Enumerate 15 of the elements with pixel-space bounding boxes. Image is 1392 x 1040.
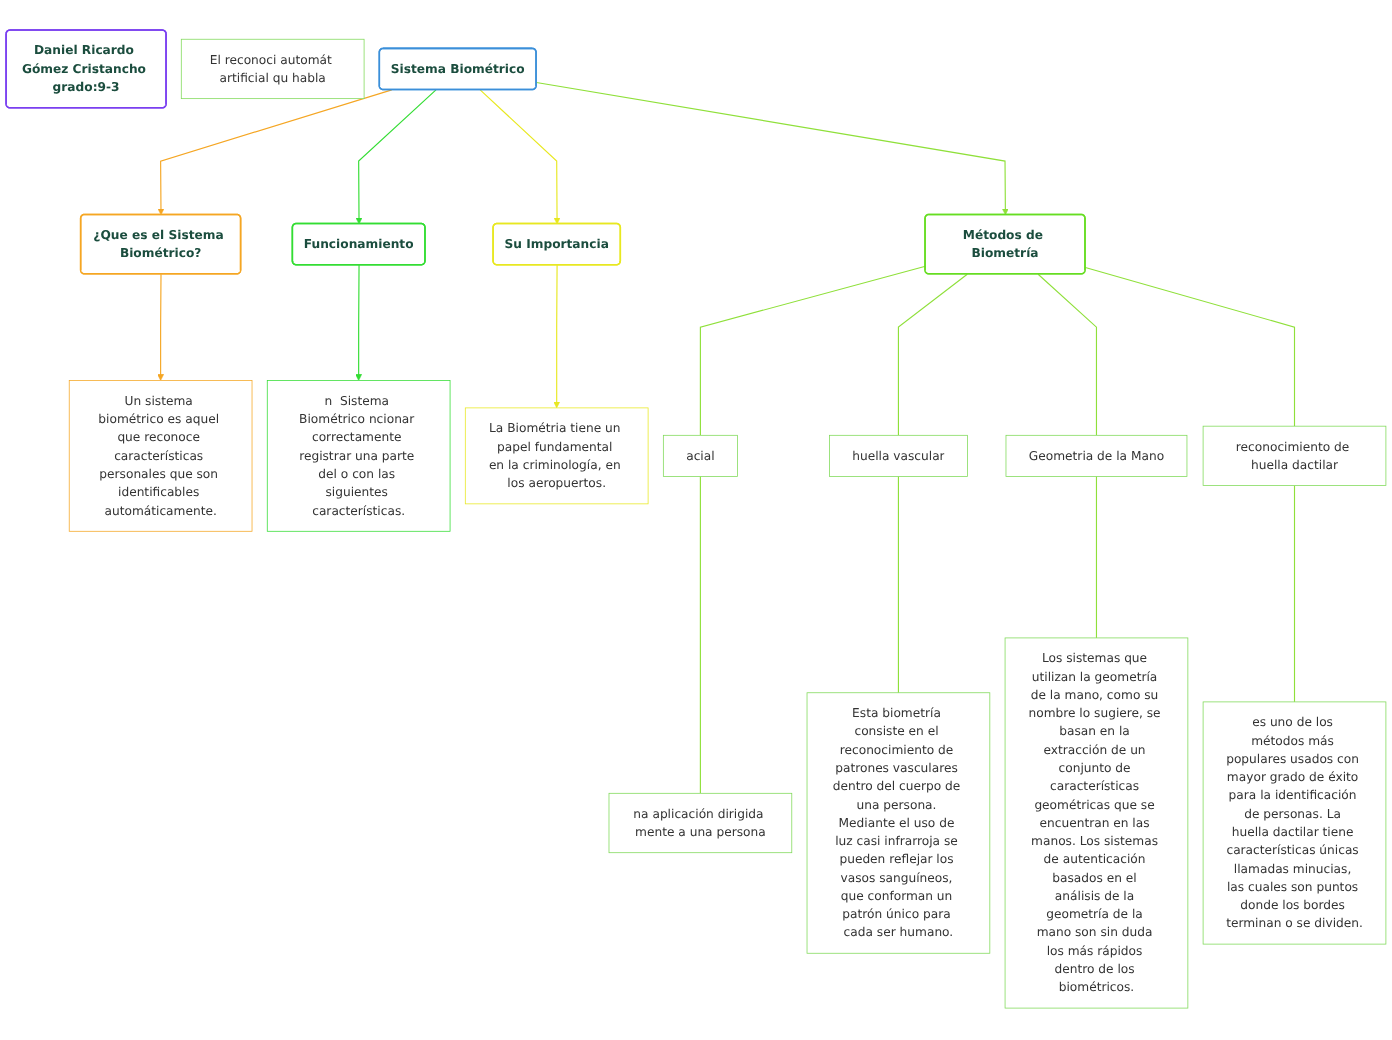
connector [897,476,899,695]
arrow [479,90,561,226]
arrow [553,265,561,410]
arrow [157,274,164,382]
connector [897,274,968,437]
arrow [157,90,393,216]
connector [699,476,701,795]
arrow [355,265,362,382]
connector [1293,485,1296,704]
arrow [355,90,437,226]
connector [699,266,926,437]
connector [1084,267,1296,428]
connector [1095,476,1098,640]
connector [1037,274,1098,437]
arrow [535,82,1009,216]
